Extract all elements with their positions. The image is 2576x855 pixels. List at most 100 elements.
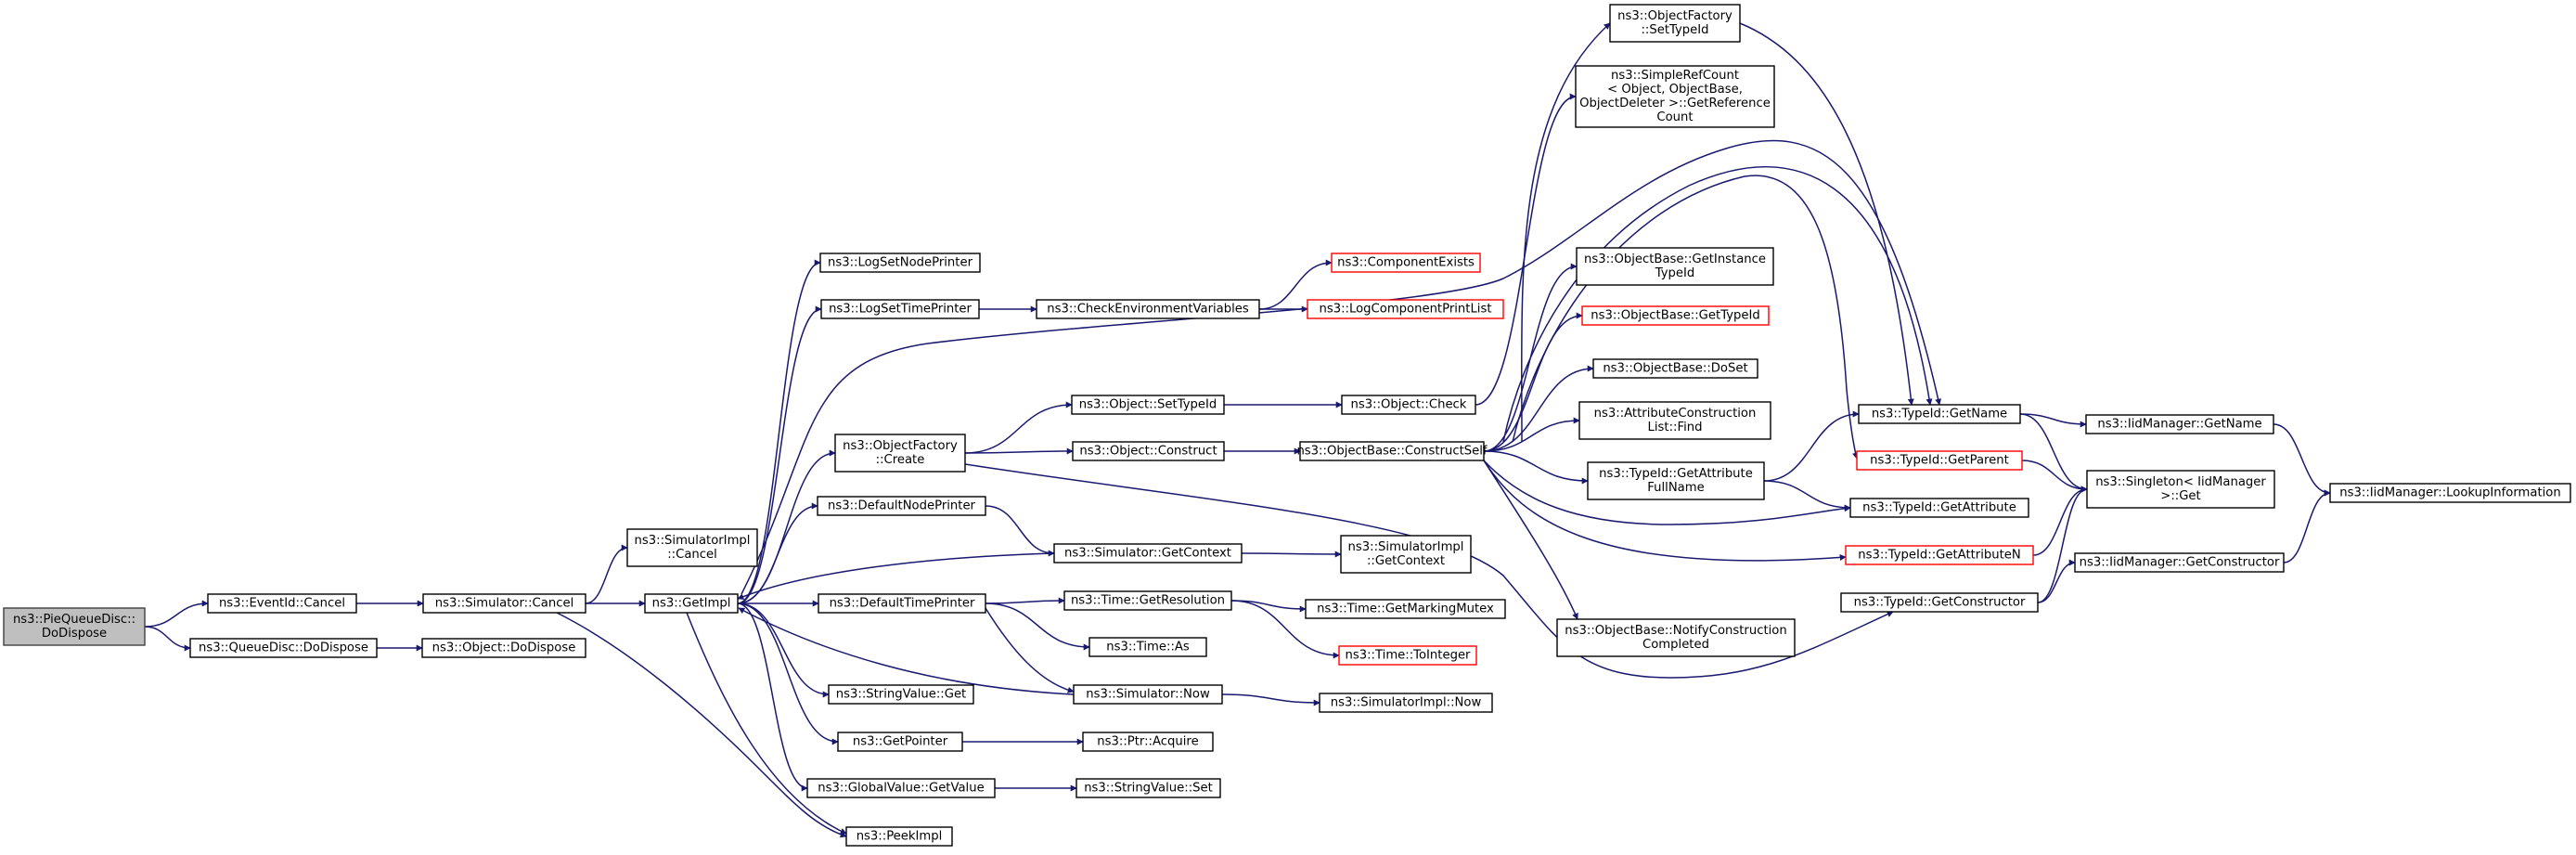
node-objectbase-doset[interactable]: ns3::ObjectBase::DoSet [1592,358,1758,379]
node-box [1556,618,1796,657]
node-box [1581,305,1770,326]
node-stringvalue-set[interactable]: ns3::StringValue::Set [1075,778,1221,798]
node-simulatorimpl-getcontext[interactable]: ns3::SimulatorImpl::GetContext [1340,535,1472,574]
node-iidmanager-getconstructor[interactable]: ns3::IidManager::GetConstructor [2074,552,2285,573]
call-edge-typeid_getattributefullname-to-typeid_getattribute [1763,480,1851,512]
node-simulatorimpl-cancel[interactable]: ns3::SimulatorImpl::Cancel [626,528,758,567]
node-simulator-cancel[interactable]: ns3::Simulator::Cancel [422,593,586,614]
node-box [837,732,963,752]
node-label-line: ns3::TypeId::GetAttribute [1862,501,2016,515]
call-edge-defaultnodeprinter-to-simulator_getcontext [985,505,1055,557]
call-edge-iidmanager_getconstructor-to-iidmanager_lookupinformation [2283,489,2331,564]
node-box [828,684,974,705]
node-piequeuedisc-dodispose[interactable]: ns3::PieQueueDisc::DoDispose [3,607,146,646]
node-objectfactory-create[interactable]: ns3::ObjectFactory::Create [834,434,966,473]
node-typeid-getattributen[interactable]: ns3::TypeId::GetAttributeN [1845,545,2034,565]
node-object-construct[interactable]: ns3::Object::Construct [1072,441,1225,461]
node-label-line: >::Get [2160,489,2200,503]
node-getpointer[interactable]: ns3::GetPointer [837,732,963,752]
call-edge-typeid_getname-to-iidmanager_getname [2019,413,2087,428]
node-label-line: ns3::ComponentExists [1337,256,1475,270]
node-label-line: ns3::ObjectBase::GetTypeId [1591,309,1760,323]
call-edge-defaulttimeprinter-to-simulator_now [985,607,1075,693]
node-box [1840,592,2039,613]
node-iidmanager-lookupinformation[interactable]: ns3::IidManager::LookupInformation [2329,483,2571,503]
node-box [1858,404,2021,424]
node-queuedisc-dodispose[interactable]: ns3::QueueDisc::DoDispose [189,638,378,658]
node-label-line: ::GetContext [1367,554,1445,568]
node-label-line: ns3::SimulatorImpl [635,534,751,548]
node-object-dodispose[interactable]: ns3::Object::DoDispose [421,638,586,658]
node-object-check[interactable]: ns3::Object::Check [1341,395,1476,415]
node-globalvalue-getvalue[interactable]: ns3::GlobalValue::GetValue [806,778,996,798]
node-label-line: ns3::ObjectBase::GetInstance [1584,253,1766,266]
node-time-getresolution[interactable]: ns3::Time::GetResolution [1063,590,1232,611]
node-label-line: ns3::LogSetNodePrinter [828,256,973,270]
node-box [1849,498,2029,518]
call-edge-typeid_getconstructor-to-singleton_iidmanager_get [2037,486,2088,603]
node-box [421,638,586,658]
node-ptr-acquire[interactable]: ns3::Ptr::Acquire [1082,732,1214,752]
call-edge-time_getresolution-to-time_tointeger [1230,600,1340,659]
node-label-line: ns3::LogSetTimePrinter [829,303,972,317]
node-typeid-getattribute[interactable]: ns3::TypeId::GetAttribute [1849,498,2029,518]
node-time-getmarkingmutex[interactable]: ns3::Time::GetMarkingMutex [1305,599,1506,619]
node-label-line: ns3::Singleton< IidManager [2095,475,2266,489]
node-label-line: ::Create [876,453,925,467]
node-defaulttimeprinter[interactable]: ns3::DefaultTimePrinter [818,593,986,614]
call-edge-objectbase_constructself-to-objectbase_notifyconstructioncompleted [1483,460,1578,620]
node-checkenvironmentvariables[interactable]: ns3::CheckEnvironmentVariables [1036,299,1260,319]
node-simulatorimpl-now[interactable]: ns3::SimulatorImpl::Now [1319,693,1493,713]
node-box [2085,414,2274,434]
call-edge-objectfactory_settypeid-to-typeid_getname [1739,22,1914,406]
node-logsettimeprinter[interactable]: ns3::LogSetTimePrinter [820,299,980,319]
call-edge-objectbase_constructself-to-typeid_getname [1502,166,1933,443]
node-objectbase-constructself[interactable]: ns3::ObjectBase::ConstructSelf [1296,441,1488,461]
node-getimpl[interactable]: ns3::GetImpl [644,593,739,614]
node-objectbase-gettypeid[interactable]: ns3::ObjectBase::GetTypeId [1581,305,1770,326]
call-edge-simulator_cancel-to-simulatorimpl_cancel [585,544,628,604]
node-simplerefcount-getreferencecount[interactable]: ns3::SimpleRefCount< Object, ObjectBase,… [1575,65,1775,128]
node-eventid-cancel[interactable]: ns3::EventId::Cancel [207,593,357,614]
node-singleton-iidmanager-get[interactable]: ns3::Singleton< IidManager>::Get [2086,470,2275,509]
node-peekimpl[interactable]: ns3::PeekImpl [845,826,953,847]
node-typeid-getconstructor[interactable]: ns3::TypeId::GetConstructor [1840,592,2039,613]
node-iidmanager-getname[interactable]: ns3::IidManager::GetName [2085,414,2274,434]
node-time-as[interactable]: ns3::Time::As [1088,637,1207,657]
node-label-line: ns3::Simulator::Cancel [435,597,573,611]
node-stringvalue-get[interactable]: ns3::StringValue::Get [828,684,974,705]
node-objectfactory-settypeid[interactable]: ns3::ObjectFactory::SetTypeId [1609,4,1741,43]
call-edge-objectbase_constructself-to-objectfactory_settypeid [1521,22,1611,443]
node-box [1305,599,1506,619]
node-label-line: ns3::Time::ToInteger [1346,649,1472,663]
node-logsetnodeprinter[interactable]: ns3::LogSetNodePrinter [819,253,981,273]
node-typeid-getname[interactable]: ns3::TypeId::GetName [1858,404,2021,424]
node-time-tointeger[interactable]: ns3::Time::ToInteger [1338,645,1477,666]
node-componentexists[interactable]: ns3::ComponentExists [1331,253,1481,273]
node-typeid-getparent[interactable]: ns3::TypeId::GetParent [1856,450,2023,471]
node-logcomponentprintlist[interactable]: ns3::LogComponentPrintList [1307,299,1504,319]
call-edge-typeid_getattributefullname-to-typeid_getname [1763,410,1860,482]
call-edge-piequeuedisc_dodispose-to-queuedisc_dodispose [144,626,191,652]
node-simulator-now[interactable]: ns3::Simulator::Now [1073,684,1223,705]
node-label-line: ns3::GetPointer [853,735,948,749]
node-label-line: ns3::ObjectFactory [843,439,958,453]
call-edge-getimpl-to-peekimpl [686,612,847,835]
node-object-settypeid[interactable]: ns3::Object::SetTypeId [1071,395,1225,415]
call-edge-getimpl-to-logsettimeprinter [737,305,822,604]
call-edge-typeid_getattributen-to-singleton_iidmanager_get [2032,486,2088,556]
node-label-line: DoDispose [42,627,107,641]
node-objectbase-notifyconstructioncompleted[interactable]: ns3::ObjectBase::NotifyConstructionCompl… [1556,618,1796,657]
node-label-line: ns3::Object::DoDispose [432,641,576,655]
node-box [817,496,986,516]
node-defaultnodeprinter[interactable]: ns3::DefaultNodePrinter [817,496,986,516]
call-edge-checkenvironmentvariables-to-componentexists [1258,259,1333,310]
node-box [422,593,586,614]
call-edge-objectbase_constructself-to-objectbase_doset [1483,365,1594,452]
call-edge-simulator_now-to-simulatorimpl_now [1221,693,1320,706]
node-simulator-getcontext[interactable]: ns3::Simulator::GetContext [1053,543,1243,564]
